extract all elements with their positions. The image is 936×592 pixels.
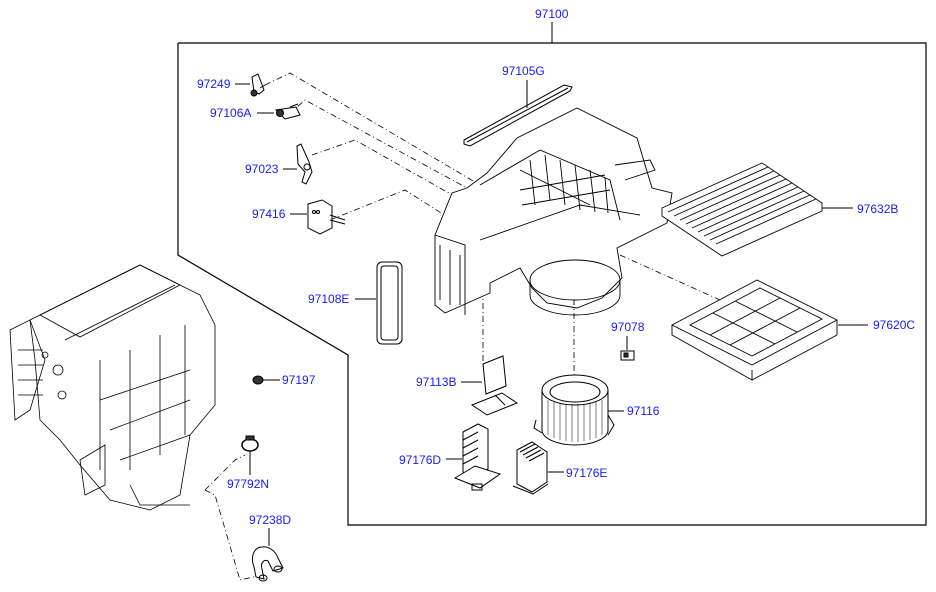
part-label-97792N[interactable]: 97792N [227,477,270,491]
part-label-97105G[interactable]: 97105G [502,64,545,78]
part-label-97416[interactable]: 97416 [252,207,286,221]
resistor-module-d-icon [455,424,500,490]
filter-pleats [668,167,816,244]
part-label-97249[interactable]: 97249 [197,77,231,91]
part-label-97116[interactable]: 97116 [627,404,660,418]
assembly-frame [177,42,927,526]
part-label-97023[interactable]: 97023 [245,162,279,176]
part-label-97620C[interactable]: 97620C [873,318,916,332]
heater-unit-icon [10,265,215,510]
intake-actuator-icon [308,200,345,234]
part-label-97078[interactable]: 97078 [611,320,645,334]
part-label-97176D[interactable]: 97176D [399,453,442,467]
part-label-97197[interactable]: 97197 [282,373,316,387]
filter-cover-frame-icon [672,280,837,380]
lever-arm-icon [276,104,300,119]
drain-hose-icon [252,547,283,581]
cabin-air-filter-icon [662,163,822,256]
part-label-97108E[interactable]: 97108E [308,292,350,306]
part-label-97176E[interactable]: 97176E [566,466,608,480]
blower-housing-icon [435,108,672,315]
duct-seal-icon [377,262,402,344]
dashed-guides [204,72,721,581]
part-label-97632B[interactable]: 97632B [857,202,899,216]
lever-actuator-link-icon [251,74,265,96]
intake-door-lever-icon [297,144,312,184]
hose-clamp-icon [242,436,258,451]
part-label-97238D[interactable]: 97238D [249,513,292,527]
part-label-97106A[interactable]: 97106A [210,106,252,120]
resistor-module-e-icon [513,442,548,494]
part-label-97113B[interactable]: 97113B [416,375,457,389]
connector-icon [621,351,634,360]
grommet-clip-icon [253,376,263,384]
part-label-97100[interactable]: 97100 [535,7,569,21]
blower-resistor-icon [472,356,517,415]
seal-strip-icon [464,85,572,146]
blower-motor-icon [534,375,614,445]
